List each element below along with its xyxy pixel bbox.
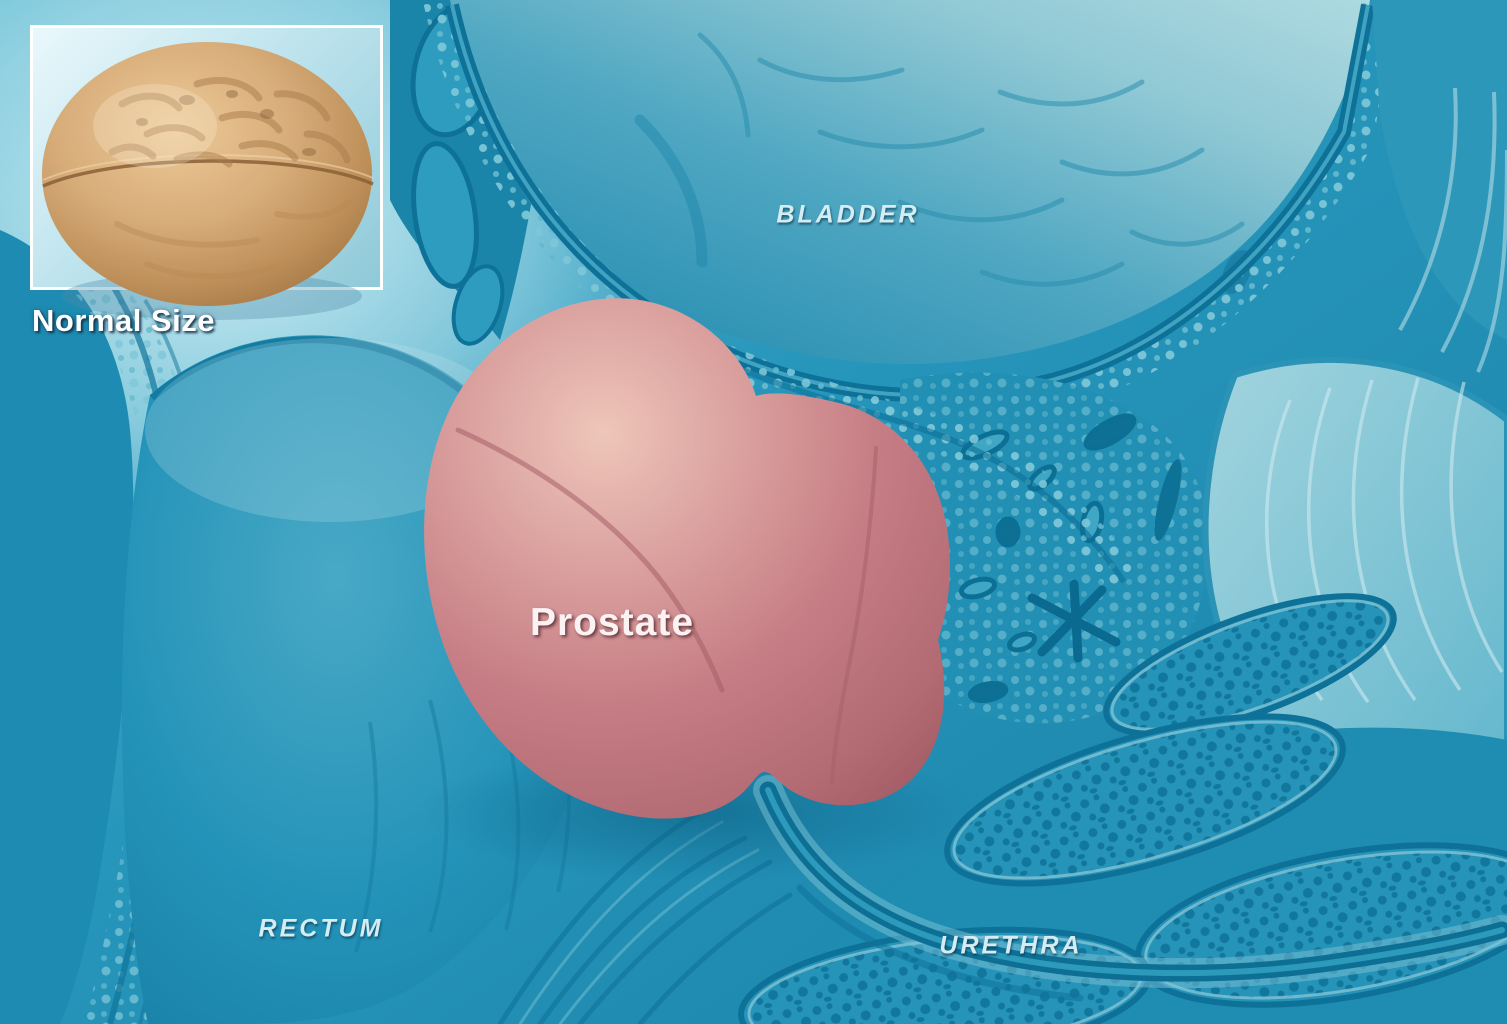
inset-caption: Normal Size [32, 303, 215, 338]
urethra-label: URETHRA [939, 931, 1083, 960]
walnut-highlight [93, 84, 217, 168]
bladder-wrinkles [697, 32, 1245, 287]
walnut-pits [136, 90, 316, 156]
walnut-texture [108, 77, 351, 168]
prostate-shape [424, 298, 950, 819]
bladder-region [450, 0, 1370, 365]
prostate-creases [455, 427, 878, 784]
rectum-label: RECTUM [258, 914, 384, 943]
bladder-label: BLADDER [776, 200, 920, 229]
normal-size-inset [30, 25, 383, 320]
prostate-label: Prostate [529, 601, 695, 644]
stellate-structure [1027, 579, 1121, 663]
urethra-tube [753, 775, 1507, 1002]
walnut-image [42, 42, 374, 320]
